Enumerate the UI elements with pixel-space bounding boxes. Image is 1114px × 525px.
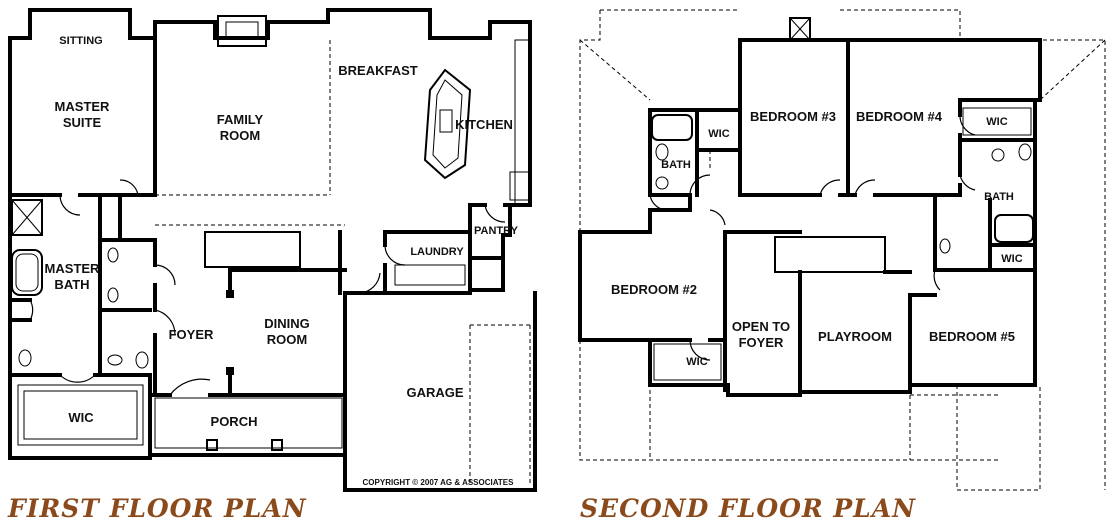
room-label-bath-left: BATH bbox=[661, 159, 691, 171]
room-label-wic-right-top: WIC bbox=[986, 116, 1008, 128]
room-label-pantry: PANTRY bbox=[474, 225, 518, 237]
room-label-kitchen: KITCHEN bbox=[455, 117, 513, 132]
room-label-open-to-foyer: OPEN TO FOYER bbox=[731, 319, 791, 350]
room-label-wic-bedroom-2: WIC bbox=[686, 356, 708, 368]
room-label-bath-right: BATH bbox=[984, 191, 1014, 203]
first-floor-plan-title: FIRST FLOOR PLAN bbox=[8, 494, 307, 523]
second-floor-plan-title: SECOND FLOOR PLAN bbox=[580, 494, 917, 523]
room-label-sitting: SITTING bbox=[59, 35, 103, 47]
room-label-wic-right-bottom: WIC bbox=[1001, 253, 1023, 265]
copyright-text: COPYRIGHT © 2007 AG & ASSOCIATES bbox=[362, 478, 514, 487]
room-label-bedroom-5: BEDROOM #5 bbox=[929, 329, 1015, 344]
room-label-breakfast: BREAKFAST bbox=[338, 63, 418, 78]
room-label-playroom: PLAYROOM bbox=[818, 329, 892, 344]
room-label-bedroom-4: BEDROOM #4 bbox=[856, 109, 942, 124]
room-label-wic-left-bath: WIC bbox=[708, 128, 730, 140]
room-label-laundry: LAUNDRY bbox=[410, 246, 464, 258]
room-label-family-room: FAMILY ROOM bbox=[216, 112, 264, 143]
room-label-garage: GARAGE bbox=[406, 385, 464, 400]
second-floor-walls bbox=[578, 9, 1106, 491]
room-label-porch: PORCH bbox=[210, 414, 258, 429]
room-label-dining-room: DINING ROOM bbox=[264, 316, 310, 347]
room-label-foyer: FOYER bbox=[168, 327, 214, 342]
room-label-master-suite: MASTER SUITE bbox=[54, 99, 110, 130]
room-label-bedroom-3: BEDROOM #3 bbox=[750, 109, 836, 124]
first-floor-walls bbox=[8, 8, 537, 492]
room-label-master-bath: MASTER BATH bbox=[44, 261, 100, 292]
room-label-bedroom-2: BEDROOM #2 bbox=[611, 282, 697, 297]
room-label-master-wic: WIC bbox=[68, 410, 94, 425]
